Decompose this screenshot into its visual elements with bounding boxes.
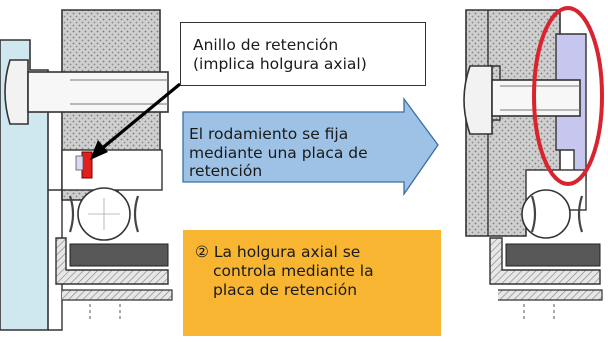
- callout-text: Anillo de retención (implica holgura axi…: [193, 36, 367, 74]
- right-bearing-ball: [521, 189, 571, 239]
- note-line-1: La holgura axial se: [213, 243, 361, 261]
- arrow-label: El rodamiento se fija mediante una placa…: [189, 125, 368, 181]
- left-bolt-head: [4, 59, 29, 125]
- right-seal: [489, 237, 601, 285]
- arrow-line-3: retención: [189, 162, 263, 181]
- callout-line-2: (implica holgura axial): [193, 54, 367, 73]
- arrow-line-1: El rodamiento se fija: [189, 125, 349, 143]
- transition-arrow: [182, 97, 439, 197]
- note-text: ② La holgura axial se controla mediante …: [195, 243, 374, 300]
- left-bearing-assembly: [0, 9, 182, 331]
- callout-pointer-line: [98, 82, 182, 152]
- arrow-line-2: mediante una placa de: [189, 143, 368, 162]
- callout-line-1: Anillo de retención: [193, 36, 339, 54]
- callout-box: Anillo de retención (implica holgura axi…: [180, 22, 426, 86]
- note-marker: ②: [195, 243, 209, 261]
- highlight-ellipse: [532, 6, 604, 186]
- right-bearing-assembly: [463, 6, 604, 320]
- note-line-2: controla mediante la: [213, 261, 374, 280]
- callout-pointer-head: [90, 140, 108, 160]
- note-line-3: placa de retención: [213, 280, 358, 299]
- right-bolt-head: [463, 65, 493, 135]
- note-box: ② La holgura axial se controla mediante …: [183, 230, 441, 336]
- left-bolt-shank: [27, 71, 169, 113]
- left-seal: [55, 237, 169, 285]
- left-retention-ring: [81, 151, 93, 179]
